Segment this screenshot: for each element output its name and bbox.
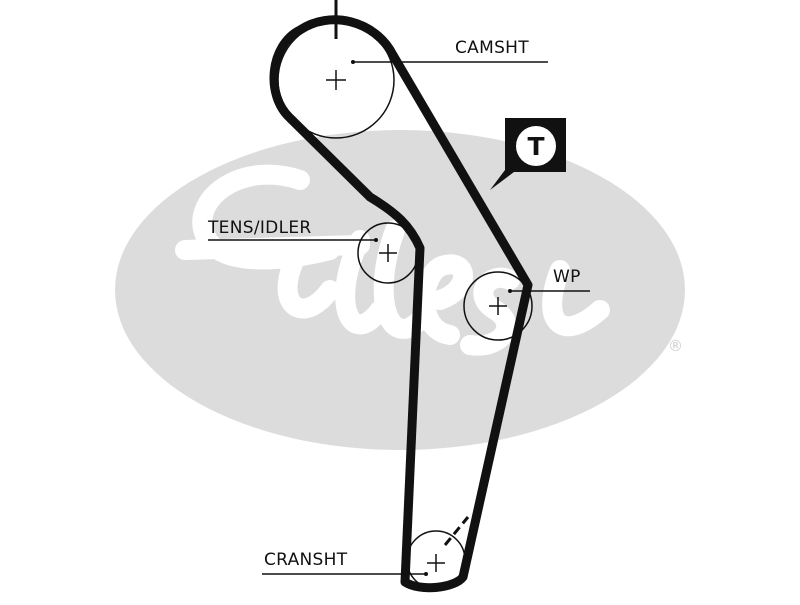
water-pump-pulley [463, 271, 533, 341]
tensioner-callout: TENS/IDLER [207, 218, 378, 242]
label-tensioner-idler: TENS/IDLER [207, 218, 312, 238]
label-camshaft: CAMSHT [455, 38, 529, 58]
watermark-ellipse [115, 130, 685, 450]
crankshaft-pulley [406, 516, 470, 590]
timing-belt [269, 15, 533, 593]
camshaft-pulley [277, 0, 395, 139]
crankshaft-timing-mark [443, 516, 470, 546]
tensioner-badge-letter: T [527, 132, 544, 161]
watermark-registered-mark: ® [668, 337, 683, 355]
tensioner-idler-pulley [357, 222, 419, 284]
water-pump-callout: WP [508, 267, 590, 293]
crankshaft-callout: CRANSHT [262, 550, 428, 576]
label-water-pump: WP [553, 267, 581, 287]
camshaft-callout: CAMSHT [351, 38, 548, 64]
tensioner-badge: T [490, 118, 566, 190]
watermark-logo: ® [115, 130, 685, 450]
label-crankshaft: CRANSHT [264, 550, 348, 570]
